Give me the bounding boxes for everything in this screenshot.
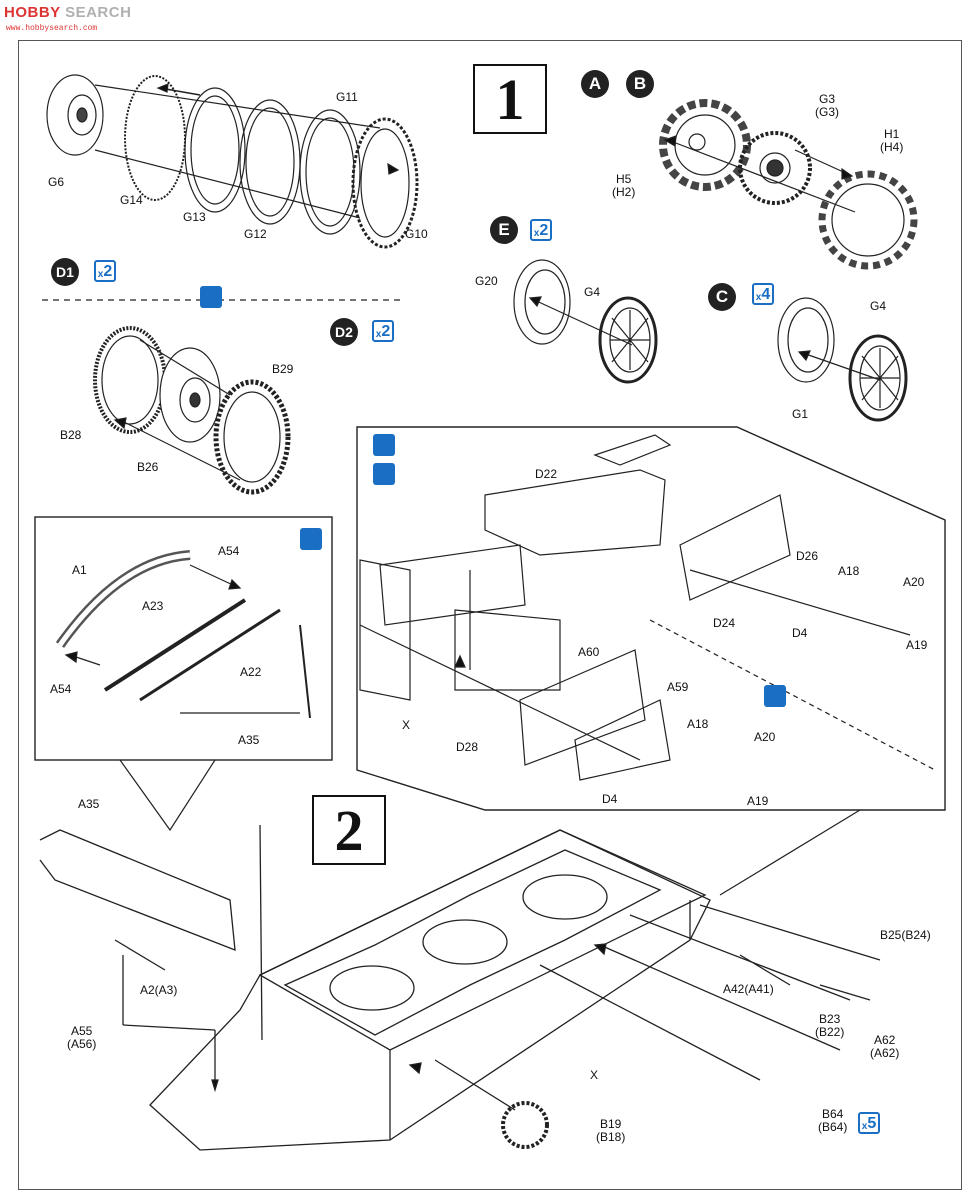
qty-x-label: x [755, 292, 762, 303]
qty-d1-value: 2 [103, 263, 113, 280]
watermark-url: www.hobbysearch.com [6, 24, 98, 33]
label-b23: B23 (B22) [815, 1012, 845, 1039]
step-2-box: 2 [312, 795, 386, 865]
label-a20-bottom: A20 [754, 730, 776, 744]
label-a35-main: A35 [78, 797, 100, 811]
label-g13: G13 [183, 210, 206, 224]
label-h1: H1 (H4) [880, 127, 904, 154]
paint-icon [373, 463, 395, 485]
label-g12: G12 [244, 227, 267, 241]
label-x-main: X [590, 1068, 599, 1082]
label-b25: B25(B24) [880, 928, 931, 942]
label-d28: D28 [456, 740, 479, 754]
watermark-brand-b: SEARCH [60, 4, 132, 21]
label-g1: G1 [792, 407, 809, 421]
leaf-spring [55, 550, 311, 719]
label-b28: B28 [60, 428, 82, 442]
label-a55: A55 (A56) [67, 1024, 97, 1051]
wheel-b-assembly [93, 326, 291, 495]
label-g4-e: G4 [584, 285, 601, 299]
label-b29: B29 [272, 362, 294, 376]
qty-b64-value: 5 [867, 1115, 877, 1132]
label-g3: G3 (G3) [815, 92, 839, 119]
label-a60: A60 [578, 645, 600, 659]
sprocket-assembly [659, 99, 918, 270]
label-g11: G11 [336, 90, 358, 104]
wheel-g-assembly [46, 74, 419, 249]
flip-side-icon [200, 286, 222, 308]
qty-x-label: x [97, 269, 104, 280]
label-a19-top: A19 [906, 638, 928, 652]
label-a19-bottom: A19 [747, 794, 769, 808]
label-a62: A62 (A62) [870, 1033, 900, 1060]
wheel-e-assembly [513, 259, 658, 384]
badge-d1: D1 [51, 258, 79, 286]
inset-panels-box [356, 426, 946, 811]
badge-b: B [626, 70, 654, 98]
label-d26: D26 [796, 549, 819, 563]
watermark: HOBBY SEARCH [4, 4, 131, 21]
label-g6: G6 [48, 175, 65, 189]
qty-x-label: x [375, 329, 382, 340]
qty-d2-value: 2 [381, 323, 391, 340]
step-1-box: 1 [473, 64, 547, 134]
badge-c: C [708, 283, 736, 311]
qty-c-value: 4 [761, 286, 771, 303]
label-g10: G10 [405, 227, 428, 241]
page-frame [18, 40, 962, 1190]
hull [39, 824, 881, 1151]
label-g4-c: G4 [870, 299, 887, 313]
qty-x-label: x [861, 1121, 868, 1132]
panels [359, 434, 936, 781]
badge-a: A [581, 70, 609, 98]
label-x-inset: X [402, 718, 411, 732]
label-h5: H5 (H2) [612, 172, 636, 199]
label-a54-top: A54 [218, 544, 240, 558]
qty-e-value: 2 [539, 222, 549, 239]
label-g20: G20 [475, 274, 498, 288]
label-a18-bottom: A18 [687, 717, 709, 731]
label-a42: A42(A41) [723, 982, 774, 996]
label-a22: A22 [240, 665, 262, 679]
badge-d2: D2 [330, 318, 358, 346]
glue-icon [300, 528, 322, 550]
label-d24: D24 [713, 616, 736, 630]
label-a2: A2(A3) [140, 983, 178, 997]
label-a35-inset: A35 [238, 733, 260, 747]
label-a23: A23 [142, 599, 164, 613]
label-d4-top: D4 [792, 626, 808, 640]
label-b64: B64 (B64) [818, 1107, 848, 1134]
wheel-c-assembly [777, 297, 908, 422]
inset-suspension-box [34, 516, 333, 761]
label-a54-bottom: A54 [50, 682, 72, 696]
watermark-brand-a: HOBBY [4, 4, 61, 21]
flip-side-icon [764, 685, 786, 707]
label-b26: B26 [137, 460, 159, 474]
badge-e: E [490, 216, 518, 244]
glue-icon [373, 434, 395, 456]
label-a20-top: A20 [903, 575, 925, 589]
label-d4-bottom: D4 [602, 792, 618, 806]
label-g14: G14 [120, 193, 143, 207]
label-b19: B19 (B18) [596, 1117, 626, 1144]
label-d22: D22 [535, 467, 558, 481]
qty-x-label: x [533, 228, 540, 239]
label-a18-top: A18 [838, 564, 860, 578]
label-a1: A1 [72, 563, 87, 577]
label-a59: A59 [667, 680, 689, 694]
